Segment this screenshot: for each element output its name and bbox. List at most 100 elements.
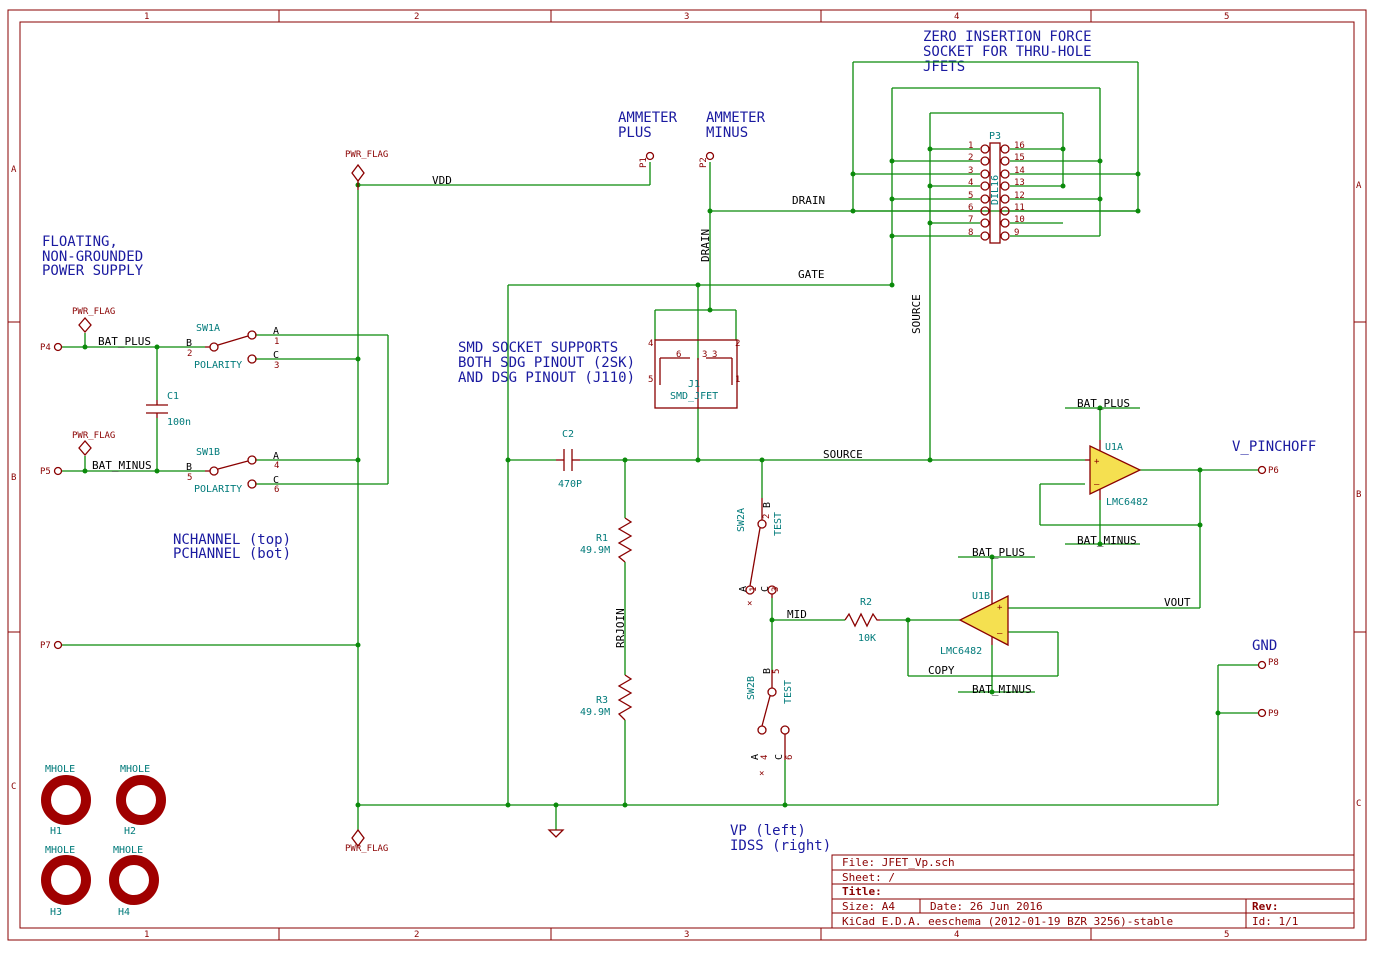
j1-pin1-num: 1	[735, 375, 740, 385]
p3-pin-5: 5	[968, 191, 973, 201]
net-bat-plus-3: BAT_PLUS	[972, 546, 1025, 559]
border-col-5-bot: 5	[1224, 930, 1229, 940]
border-row-b-right: B	[1356, 490, 1361, 500]
sw2b-b: B	[762, 668, 773, 674]
note-channel-1: NCHANNEL (top)	[173, 532, 291, 548]
p3-pin-16: 16	[1014, 141, 1025, 151]
val-mhole-4: MHOLE	[113, 845, 143, 856]
pwr-flag-4: PWR_FLAG	[345, 844, 388, 854]
border-col-5-top: 5	[1224, 12, 1229, 22]
ref-p8: P8	[1268, 658, 1279, 668]
net-vout: VOUT	[1164, 596, 1191, 609]
title-date: Date: 26 Jun 2016	[930, 900, 1043, 913]
ref-p3: P3	[989, 131, 1001, 142]
j1-pin2-num: 2	[735, 339, 740, 349]
net-bat-plus-1: BAT_PLUS	[98, 335, 151, 348]
sw2b-pin6: 6	[785, 755, 795, 760]
switch-sw1a: SW1A POLARITY B 2 A 1 C 3	[186, 323, 279, 371]
sw1a-c: C	[273, 350, 279, 361]
sw1a-pin1: 1	[274, 337, 279, 347]
ref-c1: C1	[167, 391, 179, 402]
note-floating-2: NON-GROUNDED	[42, 249, 143, 265]
p3-pin-circle-l8	[980, 231, 990, 241]
resistor-r2: R2 10K	[844, 597, 880, 644]
border-row-a-left: A	[11, 165, 17, 175]
j1-pin4-num: 4	[648, 339, 653, 349]
val-u1b: LMC6482	[940, 646, 982, 657]
capacitor-c1: C1 100n	[146, 391, 191, 428]
note-ammeter-minus-2: MINUS	[706, 125, 748, 141]
sw2b-pin5: 5	[772, 669, 782, 674]
p3-pin-15: 15	[1014, 153, 1025, 163]
note-smd-3: AND DSG PINOUT (J110)	[458, 370, 635, 386]
note-gnd: GND	[1252, 638, 1277, 654]
switch-sw1b: SW1B POLARITY B 5 A 4 C 6	[186, 447, 279, 495]
note-ammeter-minus-1: AMMETER	[706, 110, 766, 126]
ref-sw1a: SW1A	[196, 323, 220, 334]
note-floating-1: FLOATING,	[42, 234, 118, 250]
ref-p1: P1	[639, 157, 649, 168]
j1-pin3b-num: 3	[712, 350, 717, 360]
note-ammeter-plus-2: PLUS	[618, 125, 652, 141]
sw2a-pin3: 3	[771, 587, 781, 592]
p3-pin-11: 11	[1014, 203, 1025, 213]
border-row-c-right: C	[1356, 799, 1361, 809]
p3-pin-circle-l3	[980, 169, 990, 179]
sw1b-c: C	[273, 475, 279, 486]
ref-h2: H2	[124, 826, 136, 837]
p3-pin-circle-r7	[1000, 218, 1010, 228]
p3-pin-6: 6	[968, 203, 973, 213]
note-zif-1: ZERO INSERTION FORCE	[923, 29, 1092, 45]
sw2a-c: C	[760, 586, 771, 592]
sw2b-c: C	[774, 754, 785, 760]
border-col-3-bot: 3	[684, 930, 689, 940]
sw1b-a: A	[273, 451, 279, 462]
sheet-border: 1 2 3 4 5 1 2 3 4 5 A B C A B C	[7, 9, 1367, 941]
switch-sw2a: × SW2A TEST B 2 A 1 C 3	[736, 498, 784, 609]
title-kicad: KiCad E.D.A. eeschema (2012-01-19 BZR 32…	[842, 915, 1173, 928]
ref-p4: P4	[40, 343, 51, 353]
val-sw1a: POLARITY	[194, 360, 242, 371]
net-bat-minus-1: BAT_MINUS	[92, 459, 152, 472]
border-col-2-bot: 2	[414, 930, 419, 940]
power-flags: PWR_FLAG PWR_FLAG PWR_FLAG PWR_FLAG	[72, 150, 388, 854]
net-labels: VDD DRAIN DRAIN GATE SOURCE SOURCE BAT_P…	[92, 174, 1191, 696]
val-mhole-1: MHOLE	[45, 764, 75, 775]
sw1b-pin6: 6	[274, 485, 279, 495]
resistor-r1: R1 49.9M	[580, 517, 633, 563]
val-j1: SMD_JFET	[670, 391, 718, 402]
note-smd-2: BOTH SDG PINOUT (2SK)	[458, 355, 635, 371]
sw2b-nc-mark: ×	[759, 769, 764, 779]
u1a-plus: +	[1094, 457, 1100, 467]
sw2a-nc-mark: ×	[747, 599, 752, 609]
ref-h4: H4	[118, 907, 130, 918]
border-col-4-bot: 4	[954, 930, 959, 940]
val-sw1b: POLARITY	[194, 484, 242, 495]
ref-r3: R3	[596, 695, 608, 706]
p3-pin-circle-r4	[1000, 181, 1010, 191]
ref-sw2b: SW2B	[746, 676, 757, 700]
net-vdd: VDD	[432, 174, 452, 187]
j1-pin6-num: 6	[676, 350, 681, 360]
p3-pin-circle-l1	[980, 144, 990, 154]
border-col-2-top: 2	[414, 12, 419, 22]
val-p3: DIL16	[990, 175, 1001, 205]
p3-pin-12: 12	[1014, 191, 1025, 201]
p3-pin-circle-l6	[980, 206, 990, 216]
net-drain-v: DRAIN	[699, 229, 712, 262]
p3-pin-14: 14	[1014, 166, 1025, 176]
ref-c2: C2	[562, 429, 574, 440]
p3-pin-10: 10	[1014, 215, 1025, 225]
p3-pin-circle-l7	[980, 218, 990, 228]
p3-pin-3: 3	[968, 166, 973, 176]
sw2a-pin1: 1	[749, 587, 759, 592]
title-size: Size: A4	[842, 900, 895, 913]
sw1a-a: A	[273, 326, 279, 337]
ref-r1: R1	[596, 533, 608, 544]
border-col-4-top: 4	[954, 12, 959, 22]
opamp-u1b: + – U1B LMC6482	[940, 590, 1009, 657]
net-source-h: SOURCE	[823, 448, 863, 461]
resistor-r3: R3 49.9M	[580, 674, 633, 721]
ref-r2: R2	[860, 597, 872, 608]
